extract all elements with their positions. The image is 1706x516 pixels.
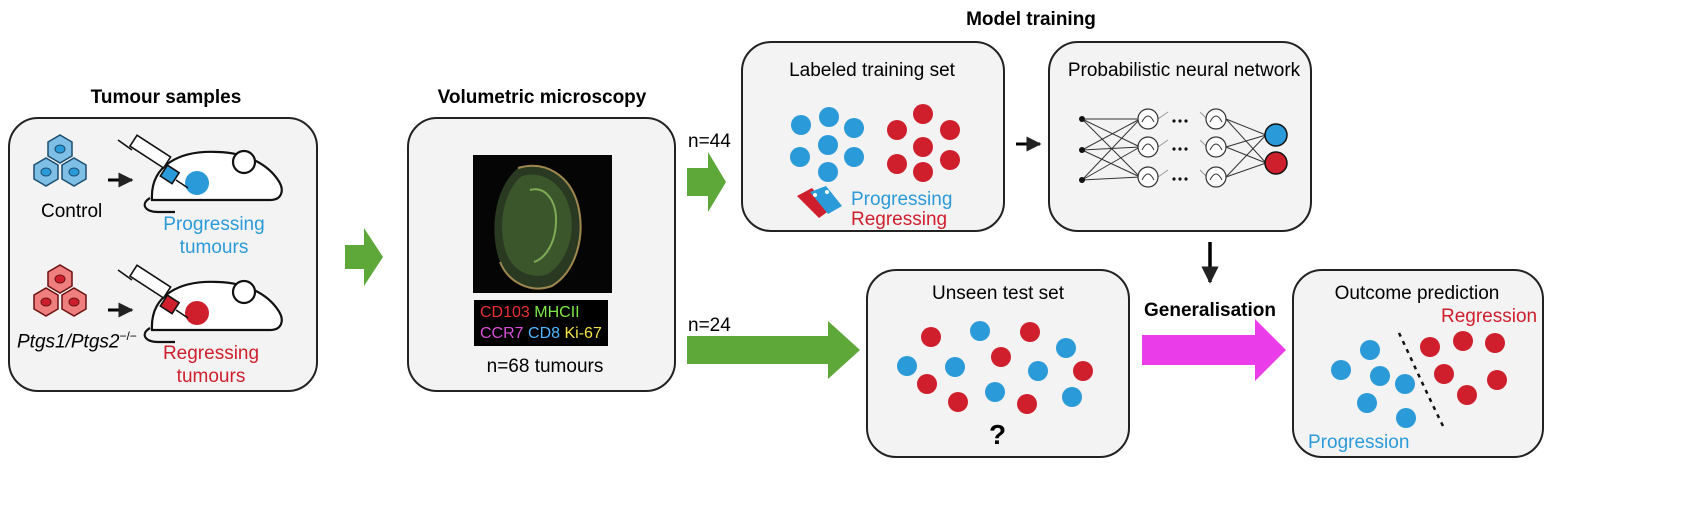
progressing-line2: tumours bbox=[179, 237, 249, 258]
control-mouse-icon bbox=[143, 149, 283, 214]
outcome-title: Outcome prediction bbox=[1334, 283, 1500, 304]
n-train-label: n=44 bbox=[688, 131, 731, 152]
test-set-title: Unseen test set bbox=[931, 283, 1065, 304]
progressing-tumours-label: Progressing tumours bbox=[163, 213, 264, 259]
legend-cd8: CD8 bbox=[528, 325, 561, 342]
progressing-tag-label: Progressing bbox=[851, 189, 953, 210]
question-mark: ? bbox=[989, 419, 1007, 450]
neural-network-title: Probabilistic neural network bbox=[1067, 60, 1301, 81]
model-training-title: Model training bbox=[966, 9, 1096, 30]
network-output-blue bbox=[1264, 123, 1288, 147]
neural-network-diagram bbox=[1081, 111, 1267, 181]
volumetric-microscopy-title: Volumetric microscopy bbox=[437, 87, 647, 108]
green-arrow-to-training bbox=[687, 152, 726, 212]
outcome-progression-dots bbox=[1331, 340, 1416, 428]
network-hidden-nodes bbox=[1137, 108, 1227, 188]
progression-label: Progression bbox=[1308, 432, 1410, 453]
blue-syringe-icon bbox=[117, 134, 189, 189]
generalisation-label: Generalisation bbox=[1144, 300, 1276, 321]
legend-row-2: CCR7 CD8 Ki-67 bbox=[480, 323, 602, 344]
legend-row-1: CD103 MHCII bbox=[480, 302, 602, 323]
control-label: Control bbox=[41, 201, 103, 222]
network-input-nodes bbox=[1079, 116, 1085, 183]
ptgs-superscript: −/− bbox=[119, 329, 137, 343]
ptgs-tumour bbox=[185, 301, 209, 325]
legend-mhcii: MHCII bbox=[534, 304, 580, 321]
regressing-tag-label: Regressing bbox=[851, 209, 948, 230]
control-tumour bbox=[185, 171, 209, 195]
regressing-tumours-label: Regressing tumours bbox=[163, 342, 259, 388]
test-set-dots bbox=[897, 321, 1093, 414]
red-syringe-icon bbox=[117, 264, 189, 319]
control-cells-icon bbox=[33, 134, 87, 187]
n-test-label: n=24 bbox=[688, 315, 731, 336]
network-output-red bbox=[1264, 151, 1288, 175]
legend-ki67: Ki-67 bbox=[564, 325, 602, 342]
legend-ccr7: CCR7 bbox=[480, 325, 524, 342]
regressing-line1: Regressing bbox=[162, 343, 260, 364]
training-set-title: Labeled training set bbox=[789, 60, 955, 81]
outcome-regression-dots bbox=[1420, 331, 1507, 405]
decision-boundary bbox=[1397, 332, 1447, 431]
tumour-count: n=68 tumours bbox=[486, 356, 604, 377]
tag-icon bbox=[797, 186, 842, 218]
magenta-arrow-generalisation bbox=[1142, 319, 1286, 381]
green-arrow-to-microscopy bbox=[345, 228, 383, 286]
microscopy-tumour-render bbox=[494, 164, 582, 290]
regression-label: Regression bbox=[1441, 306, 1538, 327]
training-set-panel bbox=[741, 41, 1005, 232]
regressing-line2: tumours bbox=[176, 366, 246, 387]
progressing-line1: Progressing bbox=[163, 214, 265, 235]
ptgs-cells-icon bbox=[33, 264, 87, 317]
training-blue-dots bbox=[790, 107, 864, 182]
tumour-samples-title: Tumour samples bbox=[90, 87, 242, 108]
ptgs-label: Ptgs1/Ptgs2−/− bbox=[17, 329, 137, 353]
green-arrow-to-test bbox=[687, 321, 860, 379]
marker-legend: CD103 MHCII CCR7 CD8 Ki-67 bbox=[474, 300, 608, 346]
legend-cd103: CD103 bbox=[480, 304, 530, 321]
network-ellipsis bbox=[1172, 119, 1188, 181]
ptgs-genotype: Ptgs1/Ptgs2 bbox=[17, 331, 120, 353]
network-activation-curves bbox=[1141, 115, 1223, 181]
training-red-dots bbox=[887, 104, 960, 182]
